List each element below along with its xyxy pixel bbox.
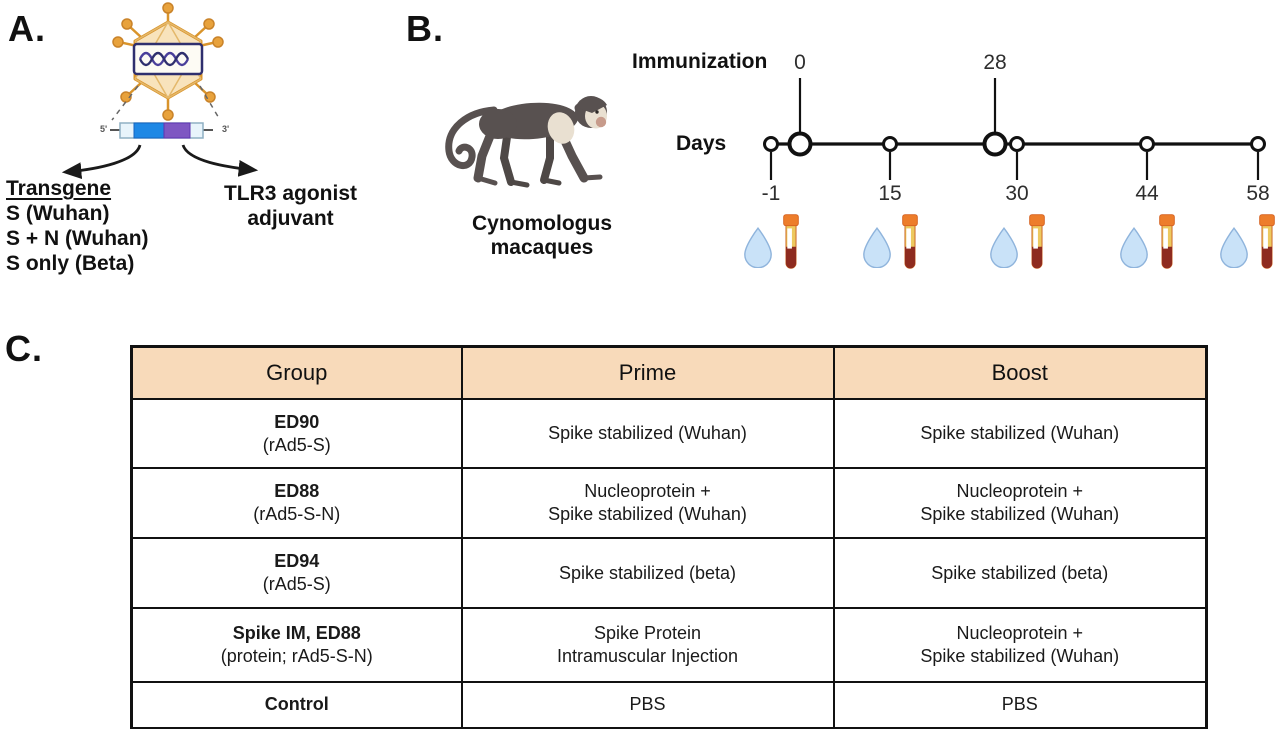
droplet-icon [1120,227,1148,268]
panel-c-label: C. [5,328,43,369]
prime-cell: Spike Protein Intramuscular Injection [460,607,835,683]
three-prime-label: 3' [222,124,230,134]
immunization-day-28: 28 [983,51,1007,74]
boost-cell: Nucleoprotein + Spike stabilized (Wuhan) [832,607,1208,683]
header-group: Group [130,345,463,400]
days-label: Days [676,132,727,155]
transgene-option: S (Wuhan) [6,202,110,225]
blood-tube-icon [1259,214,1275,269]
sample-icons-day-44 [1118,212,1178,276]
transgene-option: S only (Beta) [6,252,135,275]
header-boost: Boost [832,345,1208,400]
table-row: ED88 (rAd5-S-N) Nucleoprotein + Spike st… [130,467,1208,539]
prime-cell: Spike stabilized (beta) [460,537,835,609]
sample-day-58: 58 [1246,182,1270,205]
boost-cell: Spike stabilized (beta) [832,537,1208,609]
table-row: Control PBS PBS [130,681,1208,729]
sample-icons-day-15 [861,212,921,276]
prime-cell: Nucleoprotein + Spike stabilized (Wuhan) [460,467,835,539]
sample-day-44: 44 [1135,182,1159,205]
prime-cell: Spike stabilized (Wuhan) [460,398,835,469]
gene-construct [61,85,259,180]
adenovirus-icon [112,2,224,121]
blood-tube-icon [902,214,918,269]
sample-day-30: 30 [1005,182,1029,205]
group-cell: ED94 (rAd5-S) [130,537,463,609]
sample-icons-day-30 [988,212,1048,276]
timeline-axis [763,78,1266,180]
blood-tube-icon [1029,214,1045,269]
animal-caption: Cynomologus macaques [472,212,612,259]
blood-tube-icon [783,214,799,269]
immunization-day-0: 0 [794,51,806,74]
adjuvant-label: TLR3 agonist adjuvant [223,182,357,230]
droplet-icon [744,227,772,268]
droplet-icon [1220,227,1248,268]
sample-day--1: -1 [761,182,781,205]
five-prime-label: 5' [100,124,108,134]
table-row: ED94 (rAd5-S) Spike stabilized (beta) Sp… [130,537,1208,609]
boost-cell: Nucleoprotein + Spike stabilized (Wuhan) [832,467,1208,539]
transgene-option: S + N (Wuhan) [6,227,149,250]
boost-cell: Spike stabilized (Wuhan) [832,398,1208,469]
blood-tube-icon [1159,214,1175,269]
panel-b-label: B. [406,8,444,49]
sample-day-15: 15 [878,182,902,205]
monkey-illustration [445,96,607,188]
droplet-icon [863,227,891,268]
group-cell: Control [130,681,463,729]
boost-cell: PBS [832,681,1208,729]
prime-cell: PBS [460,681,835,729]
table-row: ED90 (rAd5-S) Spike stabilized (Wuhan) S… [130,398,1208,469]
study-groups-table: Group Prime Boost ED90 (rAd5-S) Spike st… [130,345,1208,729]
panel-a-label: A. [8,8,46,49]
sample-icons-day--1 [742,212,802,276]
immunization-label: Immunization [632,50,768,73]
droplet-icon [990,227,1018,268]
group-cell: ED88 (rAd5-S-N) [130,467,463,539]
header-prime: Prime [460,345,835,400]
table-row: Spike IM, ED88 (protein; rAd5-S-N) Spike… [130,607,1208,683]
sample-icons-day-58 [1218,212,1278,276]
transgene-list: Transgene S (Wuhan) S + N (Wuhan) S only… [6,176,149,276]
group-cell: ED90 (rAd5-S) [130,398,463,469]
table-header-row: Group Prime Boost [130,345,1208,400]
group-cell: Spike IM, ED88 (protein; rAd5-S-N) [130,607,463,683]
transgene-title: Transgene [6,177,112,200]
